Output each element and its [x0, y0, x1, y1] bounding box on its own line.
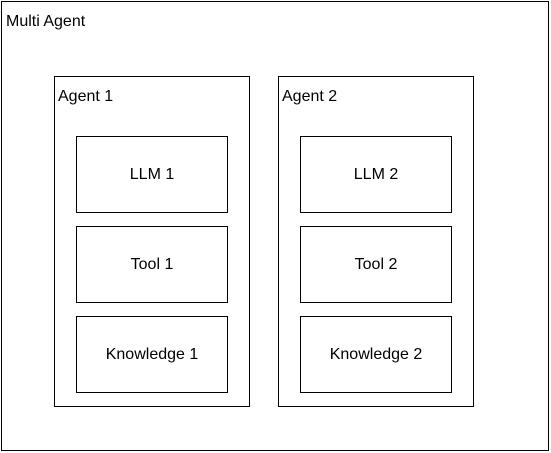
agent-1-knowledge-box: Knowledge 1: [76, 316, 228, 393]
agent-2-llm-box: LLM 2: [300, 136, 452, 213]
agent-1-llm-label: LLM 1: [129, 165, 175, 183]
agent-1-container: Agent 1 LLM 1 Tool 1 Knowledge 1: [54, 76, 250, 407]
agent-1-llm-box: LLM 1: [76, 136, 228, 213]
agent-2-container: Agent 2 LLM 2 Tool 2 Knowledge 2: [278, 76, 474, 407]
agent-2-tool-box: Tool 2: [300, 226, 452, 303]
agent-1-tool-label: Tool 1: [130, 255, 174, 273]
agent-2-label: Agent 2: [282, 88, 338, 105]
agent-1-tool-box: Tool 1: [76, 226, 228, 303]
agent-2-knowledge-label: Knowledge 2: [329, 345, 423, 363]
agent-2-llm-label: LLM 2: [353, 165, 399, 183]
agent-1-knowledge-label: Knowledge 1: [105, 345, 199, 363]
agent-1-label: Agent 1: [58, 88, 114, 105]
agent-2-tool-label: Tool 2: [354, 255, 398, 273]
agent-2-knowledge-box: Knowledge 2: [300, 316, 452, 393]
multi-agent-label: Multi Agent: [6, 13, 86, 30]
